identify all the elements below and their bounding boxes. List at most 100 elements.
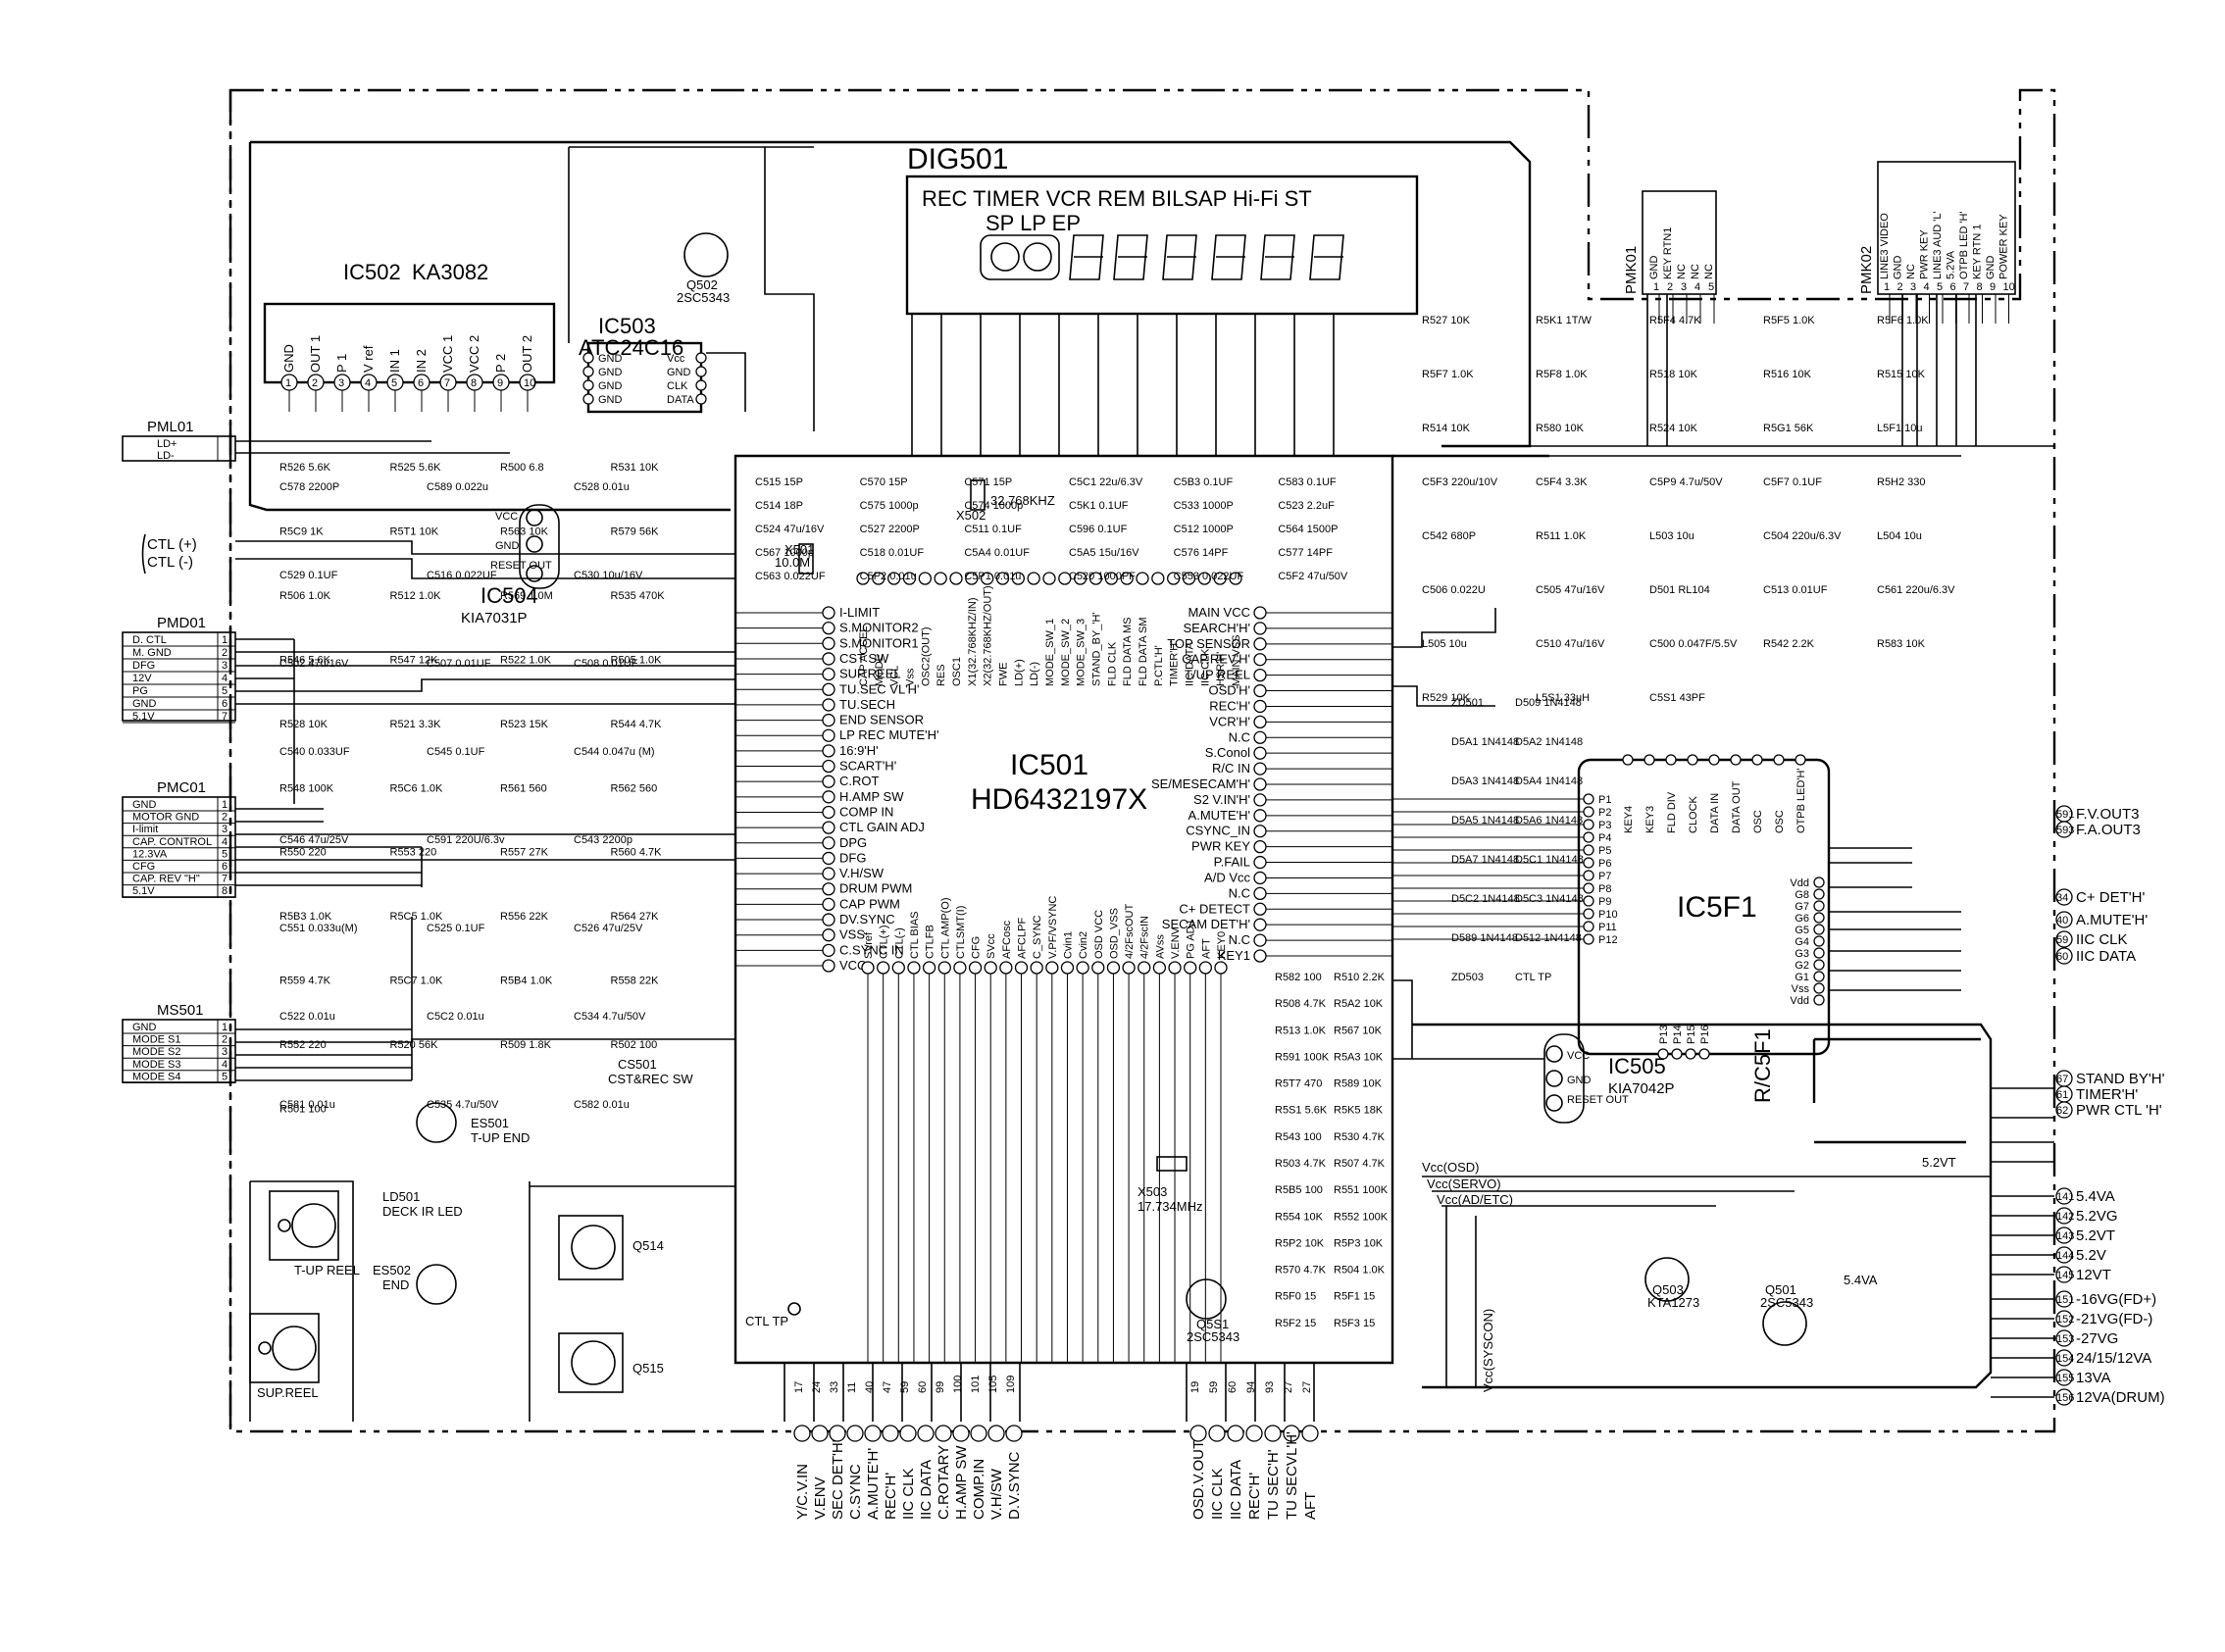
component-label: C5P9 4.7u/50V [1649, 476, 1723, 488]
component-label: R528 10K [279, 719, 329, 730]
component-label: R514 10K [1422, 423, 1471, 434]
ic501-left-pin-label: H.AMP SW [839, 789, 904, 804]
svg-text:LD-: LD- [157, 450, 175, 462]
svg-text:RESET OUT: RESET OUT [1567, 1094, 1629, 1106]
output-net-label: 5.2VT [2076, 1227, 2115, 1244]
bottom-connector-pin [917, 1425, 935, 1442]
component-label: C534 4.7u/50V [574, 1011, 646, 1023]
bottom-pin-number: 17 [793, 1381, 805, 1393]
component-label: R5F2 15 [1275, 1318, 1316, 1329]
svg-text:LD501: LD501 [382, 1189, 420, 1204]
ic501-right-pin-label: OSD'H' [1208, 683, 1250, 698]
svg-text:DECK IR LED: DECK IR LED [382, 1204, 463, 1219]
ic505-name: IC505 [1608, 1054, 1666, 1078]
connector-pin-label: PWR KEY [1919, 229, 1931, 279]
bottom-pin-number: 24 [811, 1381, 823, 1393]
ic501-right-pin-label: VCR'H' [1209, 714, 1250, 728]
component-label: C527 2200P [860, 524, 920, 535]
output-pin-number: 67 [2056, 1074, 2068, 1085]
svg-text:Vcc(SERVO): Vcc(SERVO) [1427, 1176, 1501, 1191]
ic503-right-pin: Vcc [667, 353, 685, 365]
bottom-connector-pin [1245, 1425, 1263, 1442]
component-label: C545 0.1UF [427, 746, 485, 758]
connector-pin-number: 1 [222, 799, 228, 811]
output-net-label: 13VA [2076, 1370, 2111, 1386]
ic501-top-pin-label: Vss [905, 668, 917, 686]
component-label: C508 0.01UF [574, 658, 638, 670]
connector-pin-label: GND [1893, 256, 1904, 280]
bottom-net-label: IIC CLK [1209, 1468, 1226, 1520]
connector-pin-label: D. CTL [132, 634, 167, 646]
ic505-block: IC505 KIA7042P VCC GND RESET OUT [1543, 1033, 1675, 1124]
component-label: C563 0.022UF [755, 571, 826, 582]
ic5f1-pin-label: P14 [1672, 1025, 1684, 1044]
component-label: R508 4.7K [1275, 998, 1327, 1010]
ic501-right-pin-label: S.Conol [1205, 745, 1250, 760]
component-label: R560 4.7K [611, 847, 663, 859]
component-label: R5B3 1.0K [279, 911, 332, 923]
ic501-bottom-pin-label: CTL(+) [879, 925, 890, 959]
output-net-label: 5.4VA [2076, 1188, 2115, 1205]
ic501-left-pin-label: TU.SECH [839, 697, 895, 712]
component-label: C570 15P [860, 476, 908, 488]
component-label: C5P1 0.01u [964, 571, 1021, 582]
connector-pin-number: 7 [222, 711, 228, 723]
component-label: C574 1000p [964, 500, 1023, 512]
ic5f1-pin-label: CLOCK [1688, 795, 1699, 833]
component-label: R524 10K [1649, 423, 1698, 434]
bottom-connector-pin [1301, 1425, 1319, 1442]
ic501-left-pin-label: S.MONITOR2 [839, 621, 919, 635]
ic501-left-pin-label: VCC [839, 958, 866, 973]
svg-text:X502: X502 [956, 508, 986, 523]
component-label: R552 220 [279, 1039, 327, 1051]
svg-text:32.768KHZ: 32.768KHZ [990, 493, 1055, 508]
ic501-top-pin-label: X2(32.768KHZ/OUT) [983, 585, 994, 686]
connector-pin-number: 5 [1708, 281, 1714, 293]
ic501-left-pin-label: SCART'H' [839, 759, 896, 774]
connector-pin-label: NC [1905, 264, 1917, 279]
output-net-label: 12VT [2076, 1267, 2111, 1283]
ic5f1-pin-label: G7 [1795, 901, 1809, 913]
connector-pin-number: 1 [222, 1022, 228, 1033]
output-pin-number: 60 [2056, 951, 2068, 963]
ic501-left-pin-label: DFG [839, 850, 866, 865]
connector-pin-number: 3 [1681, 281, 1687, 293]
ic501-bottom-pin-label: CTLSMT(I) [955, 906, 967, 959]
output-pin-number: 152 [2056, 1314, 2074, 1326]
bottom-connector-pin [1264, 1425, 1282, 1442]
ic5f1-pin-label: P3 [1598, 820, 1611, 831]
output-net-label: 5.2V [2076, 1247, 2106, 1264]
component-label: R5K5 18K [1334, 1105, 1384, 1117]
bottom-net-label: Y/C.V.IN [794, 1464, 811, 1520]
ic501-top-pin-label: RES [936, 664, 947, 686]
ic501-left-pin-label: LP REC MUTE'H' [839, 727, 939, 742]
bottom-net-label: SEC DET'H' [830, 1439, 846, 1520]
bottom-net-label: IIC CLK [900, 1468, 917, 1520]
bottom-pin-number: 101 [970, 1376, 982, 1393]
bottom-pin-number: 19 [1189, 1381, 1201, 1393]
svg-text:SUP.REEL: SUP.REEL [257, 1385, 319, 1400]
ic5f1-name: IC5F1 [1677, 891, 1757, 924]
output-connector-pin [2055, 821, 2073, 838]
connector-pin-label: CAP. CONTROL [132, 836, 212, 848]
component-label: R551 100K [1334, 1184, 1389, 1196]
connector-pin-number: 2 [1667, 281, 1673, 293]
bottom-net-label: IIC DATA [1228, 1460, 1244, 1520]
component-label: C543 2200p [574, 834, 632, 846]
ic502-pin-label: P 1 [334, 354, 349, 373]
ic501-right-pin-label: TOP SENSOR [1167, 636, 1250, 651]
ic5f1-pin-label: P16 [1699, 1025, 1711, 1044]
output-pin-number: 591 [2056, 809, 2074, 821]
ic501-bottom-pin-label: C_SYNC [1032, 915, 1043, 959]
connector-pin-number: 6 [222, 698, 228, 710]
output-net-label: A.MUTE'H' [2076, 912, 2148, 928]
svg-text:GND: GND [495, 540, 520, 552]
bottom-pin-number: 109 [1005, 1376, 1017, 1393]
component-label: R583 10K [1877, 638, 1926, 650]
svg-text:CTL (+): CTL (+) [147, 536, 197, 553]
component-label: C5F2 47u/50V [1278, 571, 1348, 582]
ic504-part: KIA7031P [461, 610, 528, 626]
